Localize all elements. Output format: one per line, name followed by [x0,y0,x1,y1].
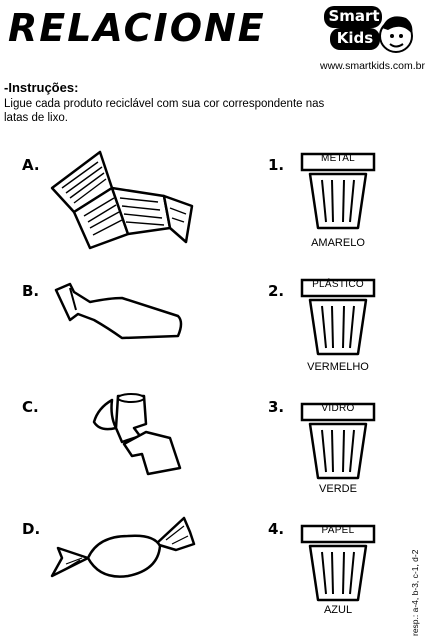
bin-number-3: 3. [268,398,285,416]
color-label-verde: VERDE [319,483,357,495]
can-icon [88,392,188,478]
bottle-icon [50,280,186,344]
instructions-line-1: Ligue cada produto reciclável com sua co… [4,98,325,110]
instructions-heading: -Instruções: [4,80,79,95]
smartkids-logo: Smart Kids [322,2,418,60]
item-letter-b: B. [22,282,40,300]
logo-text-smart: Smart [328,7,380,25]
trash-bin-metal: METAL [298,150,378,232]
color-label-azul: AZUL [323,604,353,616]
bin-number-2: 2. [268,282,285,300]
instructions-line-2: latas de lixo. [4,112,68,124]
bin-label-vidro: VIDRO [321,403,355,414]
bin-label-papel: PAPEL [321,525,355,536]
newspaper-icon [46,150,196,250]
trash-bin-vidro: VIDRO [298,400,378,482]
trash-bin-papel: PAPEL [298,522,378,604]
bin-label-plastico: PLÁSTICO [312,279,364,290]
answer-key: resp.: a-4, b-3, c-1, d-2 [410,549,420,636]
item-letter-d: D. [22,520,41,538]
bin-label-metal: METAL [320,153,356,164]
logo-text-kids: Kids [336,29,374,47]
bin-number-4: 4. [268,520,285,538]
website-url: www.smartkids.com.br [320,60,426,72]
bin-number-1: 1. [268,156,285,174]
item-letter-c: C. [22,398,39,416]
color-label-amarelo: AMARELO [311,237,365,249]
color-label-vermelho: VERMELHO [307,361,369,373]
instructions-text: Ligue cada produto reciclável com sua co… [4,97,344,125]
candy-wrapper-icon [48,514,198,594]
item-letter-a: A. [22,156,40,174]
page-title: RELACIONE [8,6,266,50]
trash-bin-plastico: PLÁSTICO [298,276,378,358]
